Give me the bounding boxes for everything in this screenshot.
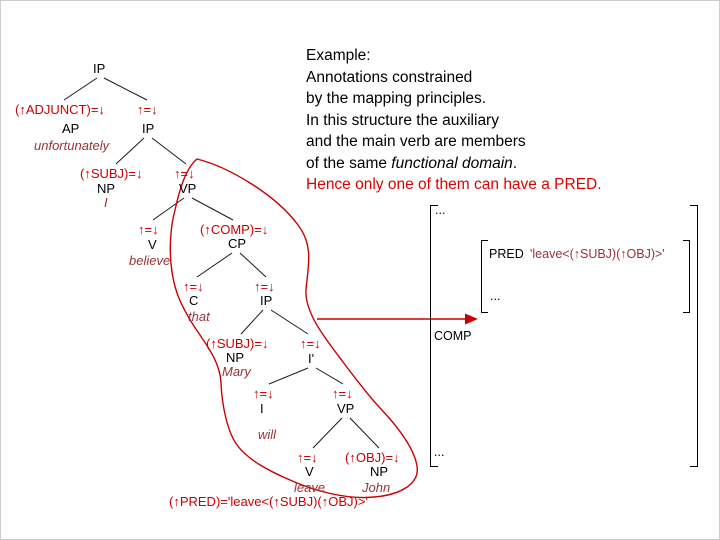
node-label-np1: NP bbox=[97, 181, 116, 196]
example-line-1: Example: bbox=[306, 47, 371, 64]
comp-arrow bbox=[317, 313, 478, 325]
fstructure-dots-mid: ... bbox=[490, 289, 501, 303]
node-label-ip-root: IP bbox=[93, 61, 106, 76]
annotation-head-ip2: ↑=↓ bbox=[137, 102, 158, 117]
fstructure-dots-top: ... bbox=[435, 203, 446, 217]
terminal-word-that: that bbox=[188, 309, 210, 324]
example-line-7-highlight: Hence only one of them can have a PRED. bbox=[306, 176, 602, 193]
terminal-word-leave: leave bbox=[294, 480, 326, 495]
comp-arrow-head bbox=[465, 313, 478, 325]
branch-ip1-ap bbox=[63, 77, 98, 101]
example-line-6-italic: functional domain bbox=[391, 154, 513, 172]
branch-ip3-np2 bbox=[240, 309, 264, 335]
fstructure-outer-right-bracket bbox=[690, 205, 698, 467]
annotation-head-v2: ↑=↓ bbox=[297, 450, 318, 465]
branch-cp-ip3 bbox=[239, 252, 267, 278]
example-line-2: Annotations constrained bbox=[306, 68, 473, 86]
node-label-ip3: IP bbox=[260, 293, 273, 308]
annotation-head-v1: ↑=↓ bbox=[138, 222, 159, 237]
annotation-head-vp1: ↑=↓ bbox=[174, 166, 195, 181]
node-label-vp2: VP bbox=[337, 401, 355, 416]
node-label-c: C bbox=[189, 293, 199, 308]
example-line-6-pre: of the same bbox=[306, 154, 392, 172]
fstructure-inner-right-bracket bbox=[683, 240, 690, 313]
node-label-i: I bbox=[260, 401, 264, 416]
terminal-word-will: will bbox=[258, 427, 277, 442]
terminal-word-john: John bbox=[362, 480, 391, 495]
terminal-word-unfortunately: unfortunately bbox=[34, 138, 110, 153]
annotation-head-ip3: ↑=↓ bbox=[254, 279, 275, 294]
fstructure-inner-left-bracket bbox=[481, 240, 488, 313]
annotation-head-i: ↑=↓ bbox=[253, 386, 274, 401]
branch-ip1-ip2 bbox=[103, 77, 148, 101]
fstructure-outer-left-bracket bbox=[430, 205, 438, 467]
fstructure-comp-label: COMP bbox=[434, 329, 472, 343]
node-label-cp: CP bbox=[228, 236, 247, 251]
lexical-pred-annotation: (↑PRED)='leave<(↑SUBJ)(↑OBJ)>' bbox=[169, 494, 368, 509]
example-line-6: of the same functional domain. bbox=[306, 153, 602, 175]
node-label-np2: NP bbox=[226, 350, 245, 365]
branch-vp2-v2 bbox=[312, 417, 343, 449]
node-label-vp1: VP bbox=[179, 181, 197, 196]
node-label-v2: V bbox=[305, 464, 314, 479]
node-label-v1: V bbox=[148, 237, 157, 252]
node-label-ap: AP bbox=[62, 121, 80, 136]
node-label-ip2: IP bbox=[142, 121, 155, 136]
terminal-word-i: I bbox=[104, 195, 108, 210]
branch-ibar-vp2 bbox=[315, 367, 344, 385]
example-line-6-post: . bbox=[512, 154, 518, 172]
annotation-subj-np1: (↑SUBJ)=↓ bbox=[80, 166, 143, 181]
annotation-head-ibar: ↑=↓ bbox=[300, 336, 321, 351]
fstructure-pred-value: 'leave<(↑SUBJ)(↑OBJ)>' bbox=[530, 247, 665, 261]
annotation-adjunct: (↑ADJUNCT)=↓ bbox=[15, 102, 105, 117]
example-line-4: In this structure the auxiliary bbox=[306, 111, 499, 129]
example-line-3: by the mapping principles. bbox=[306, 90, 487, 107]
annotation-head-vp2: ↑=↓ bbox=[332, 386, 353, 401]
branch-cp-c bbox=[196, 252, 233, 278]
branch-ip2-np1 bbox=[115, 137, 145, 165]
branch-ip2-vp1 bbox=[151, 137, 187, 165]
annotation-obj-np3: (↑OBJ)=↓ bbox=[345, 450, 400, 465]
branch-vp1-v1 bbox=[152, 197, 185, 221]
annotation-head-c: ↑=↓ bbox=[183, 279, 204, 294]
branch-vp2-np3 bbox=[349, 417, 380, 449]
fstructure-dots-bottom: ... bbox=[434, 445, 445, 459]
branch-vp1-cp bbox=[191, 197, 234, 221]
example-text-block: Example: Annotations constrained by the … bbox=[306, 45, 602, 196]
terminal-word-believe: believe bbox=[129, 253, 171, 268]
annotation-comp-cp: (↑COMP)=↓ bbox=[200, 222, 269, 237]
functional-domain-loop bbox=[169, 158, 418, 499]
branch-ip3-ibar bbox=[270, 309, 309, 335]
node-label-ibar: I' bbox=[308, 351, 315, 366]
branch-ibar-i bbox=[268, 367, 309, 385]
terminal-word-mary: Mary bbox=[222, 364, 251, 379]
annotation-subj-np2: (↑SUBJ)=↓ bbox=[206, 336, 269, 351]
node-label-np3: NP bbox=[370, 464, 389, 479]
fstructure-pred-label: PRED bbox=[489, 247, 524, 261]
example-line-5: and the main verb are members bbox=[306, 133, 526, 150]
